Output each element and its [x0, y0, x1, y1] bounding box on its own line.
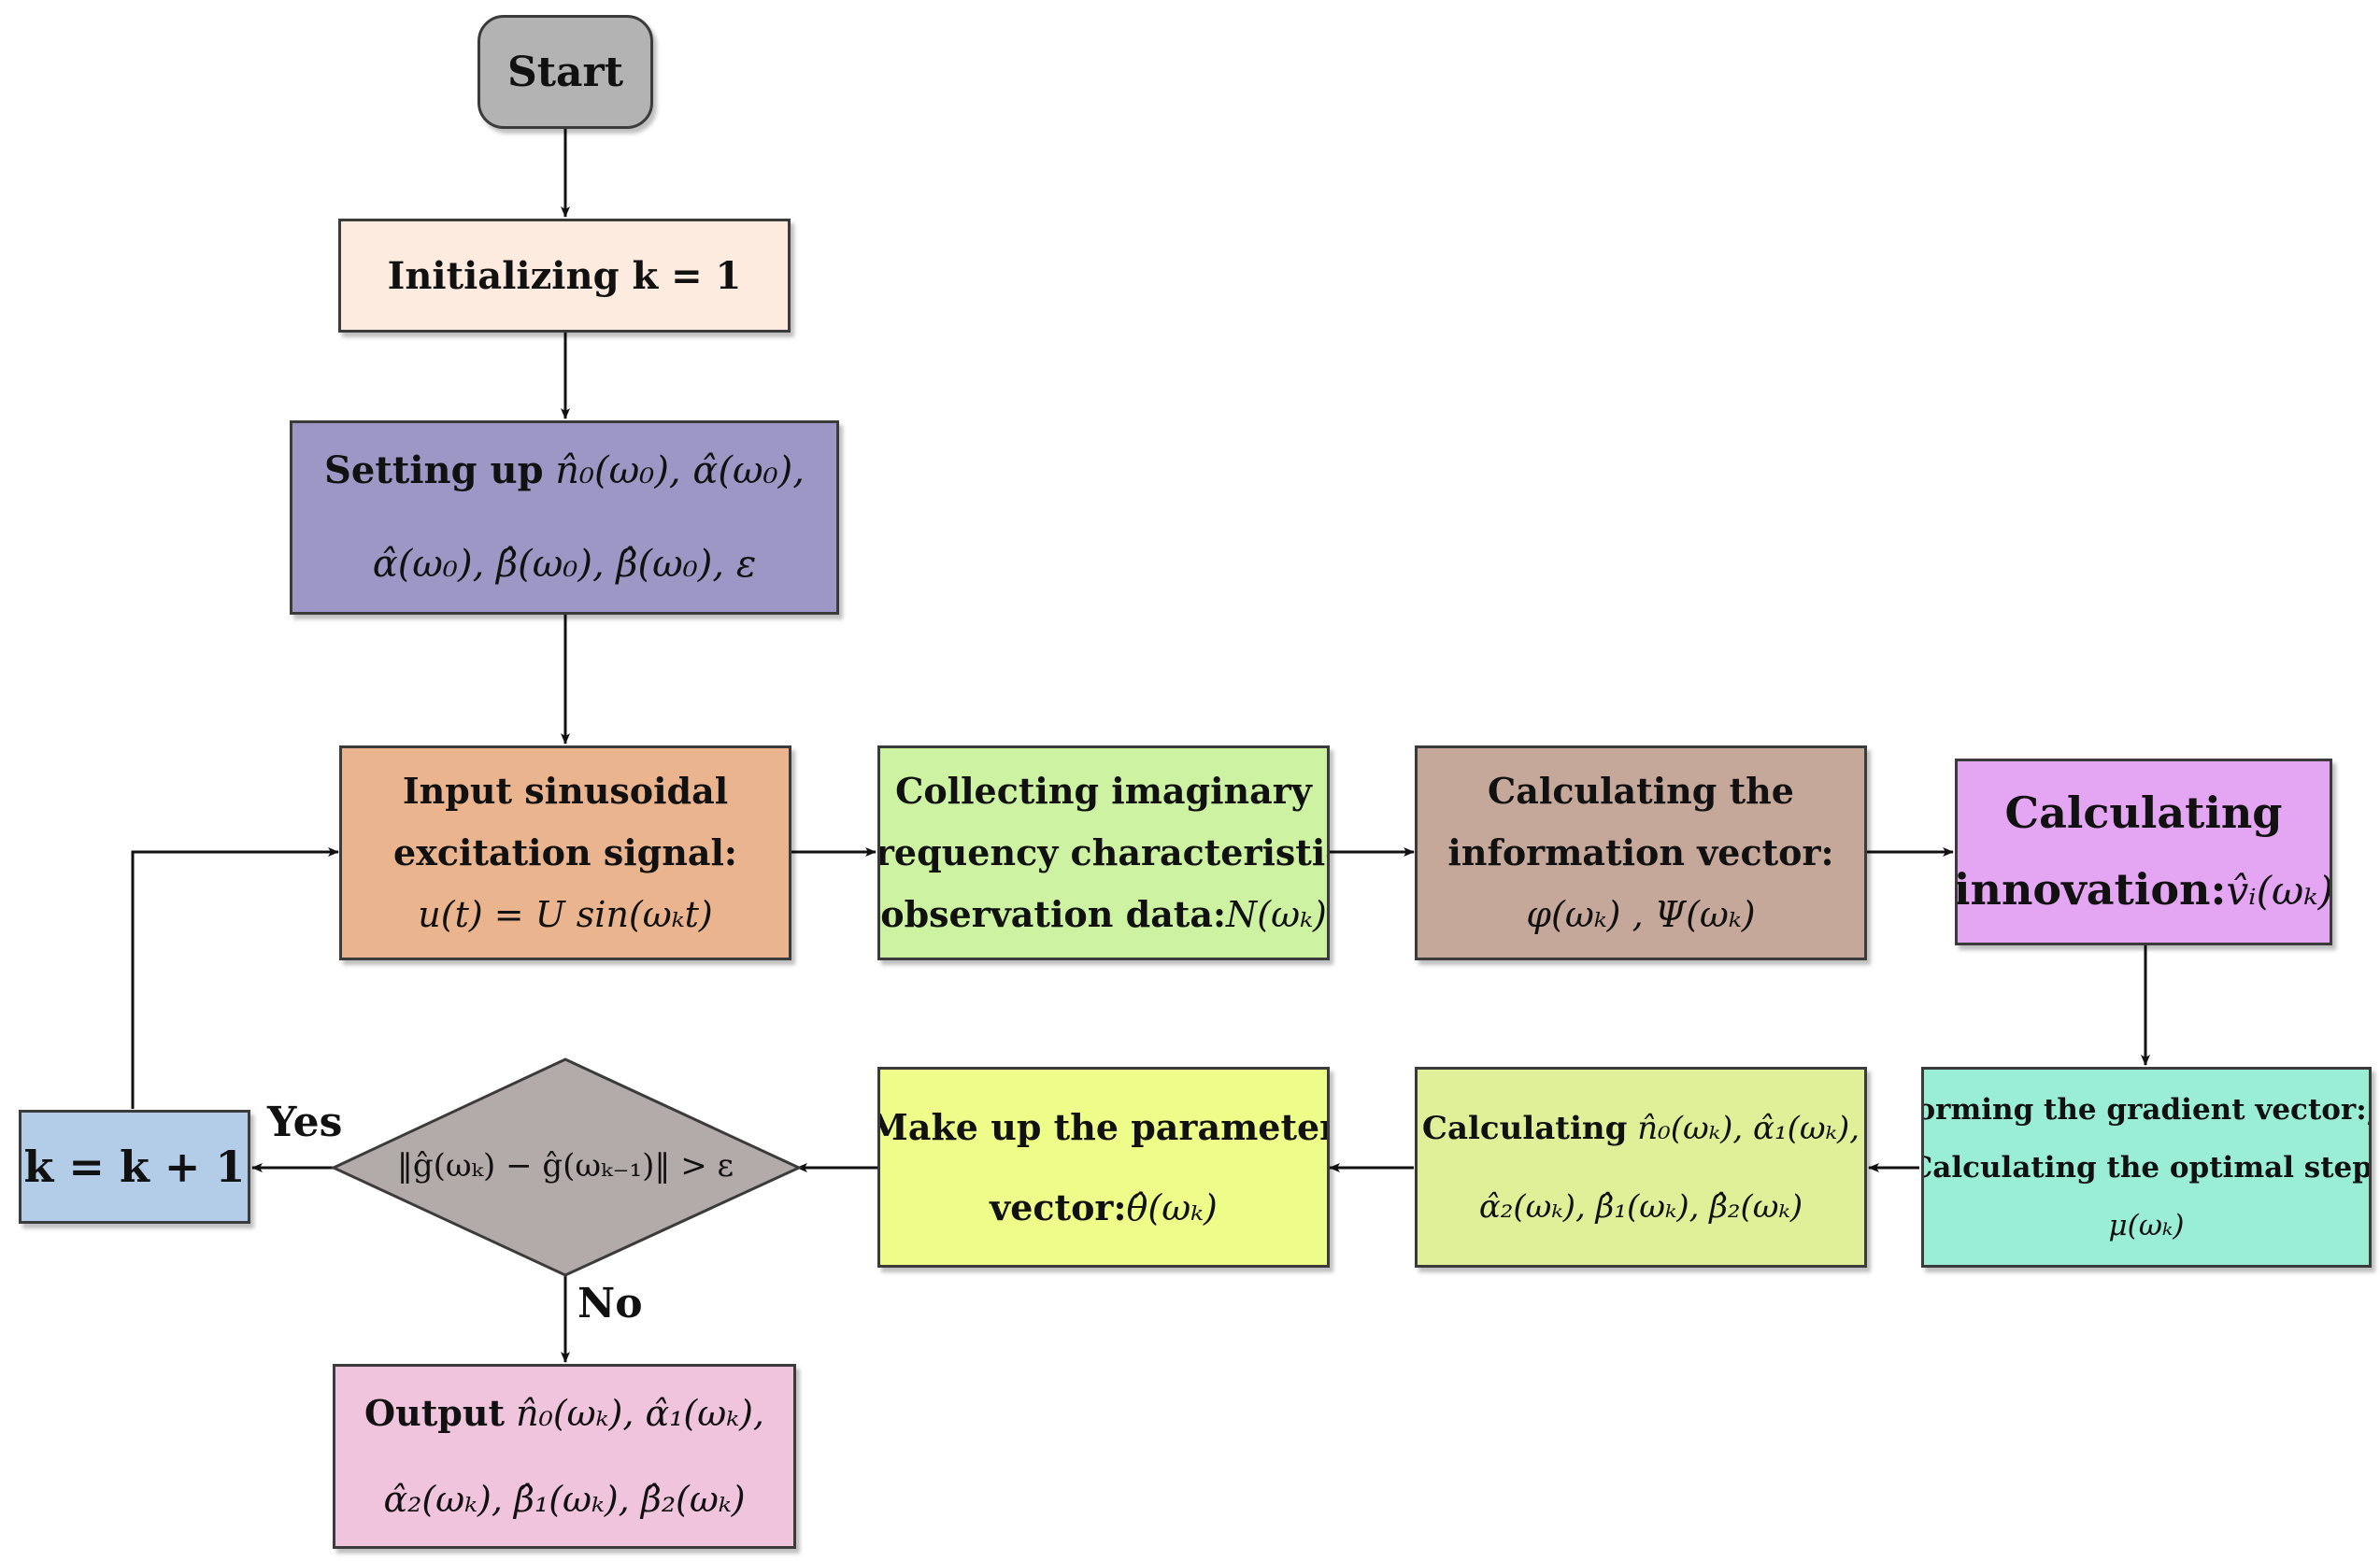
start-node: Start — [477, 15, 653, 129]
decision-diamond — [330, 1057, 803, 1277]
info-math: φ(ωₖ) , Ψ(ωₖ) — [1526, 894, 1756, 935]
input-line-2: excitation signal: — [393, 831, 737, 873]
decision-condition: ‖ĝ(ωₖ) − ĝ(ωₖ₋₁)‖ > ε — [396, 1147, 734, 1185]
init-node: Initializing k = 1 — [338, 219, 791, 333]
collect-line-2: frequency characteristic — [877, 831, 1330, 873]
collect-line-3: observation data: — [880, 893, 1227, 935]
input-math: u(t) = U sin(ωₖt) — [418, 894, 713, 935]
info-line-2: information vector: — [1447, 831, 1834, 873]
param-node: Make up the parameter vector:θ̂(ωₖ) — [877, 1067, 1330, 1268]
setup-node: Setting up n̂₀(ω₀), α̂(ω₀), α̂(ω₀), β̂(ω… — [290, 420, 839, 615]
increment-node: k = k + 1 — [19, 1110, 250, 1224]
param-math: θ̂(ωₖ) — [1126, 1186, 1218, 1228]
collect-line-1: Collecting imaginary — [895, 770, 1312, 812]
gradient-line-1: Forming the gradient vector: — [1921, 1092, 2367, 1127]
param-line-2: vector: — [990, 1185, 1127, 1228]
input-node: Input sinusoidal excitation signal: u(t)… — [339, 745, 791, 960]
init-label: Initializing k = 1 — [387, 253, 742, 298]
no-label: No — [577, 1280, 643, 1327]
calc-math-line-1: n̂₀(ωₖ), α̂₁(ωₖ), — [1627, 1109, 1860, 1147]
yes-label: Yes — [267, 1099, 343, 1146]
innovation-node: Calculating innovation:v̂ᵢ(ωₖ) — [1955, 759, 2332, 945]
input-line-1: Input sinusoidal — [402, 770, 729, 812]
innovation-line-1: Calculating — [2004, 788, 2283, 838]
collect-math: N(ωₖ) — [1226, 894, 1327, 935]
output-math-line-1: n̂₀(ωₖ), α̂₁(ωₖ), — [505, 1393, 764, 1434]
output-bold-label: Output — [364, 1392, 506, 1434]
start-label: Start — [506, 48, 624, 96]
info-node: Calculating the information vector: φ(ωₖ… — [1415, 745, 1867, 960]
info-line-1: Calculating the — [1488, 770, 1794, 812]
setup-math-line-1: n̂₀(ω₀), α̂(ω₀), — [543, 449, 805, 492]
gradient-line-2: Calculating the optimal step: — [1921, 1150, 2372, 1185]
calc-math-line-2: α̂₂(ωₖ), β̂₁(ωₖ), β̂₂(ωₖ) — [1478, 1187, 1803, 1226]
calc-bold-label: Calculating — [1421, 1109, 1628, 1147]
collect-node: Collecting imaginary frequency character… — [877, 745, 1330, 960]
innovation-line-2: innovation: — [1955, 864, 2227, 915]
gradient-math-1: gₖ — [2367, 1093, 2369, 1127]
increment-label: k = k + 1 — [23, 1142, 246, 1192]
param-line-1: Make up the parameter — [877, 1105, 1330, 1148]
setup-bold-label: Setting up — [324, 448, 544, 492]
gradient-math-2: μ(ωₖ) — [2108, 1208, 2185, 1242]
innovation-math: v̂ᵢ(ωₖ) — [2226, 868, 2332, 914]
output-node: Output n̂₀(ωₖ), α̂₁(ωₖ), α̂₂(ωₖ), β̂₁(ωₖ… — [333, 1364, 796, 1549]
gradient-node: Forming the gradient vector:gₖ Calculati… — [1921, 1067, 2372, 1268]
calc-node: Calculating n̂₀(ωₖ), α̂₁(ωₖ), α̂₂(ωₖ), β… — [1415, 1067, 1867, 1268]
setup-math-line-2: α̂(ω₀), β̂(ω₀), β̂(ω₀), ε — [372, 543, 757, 586]
output-math-line-2: α̂₂(ωₖ), β̂₁(ωₖ), β̂₂(ωₖ) — [383, 1479, 746, 1520]
edge-increment-to-input — [131, 847, 339, 1109]
